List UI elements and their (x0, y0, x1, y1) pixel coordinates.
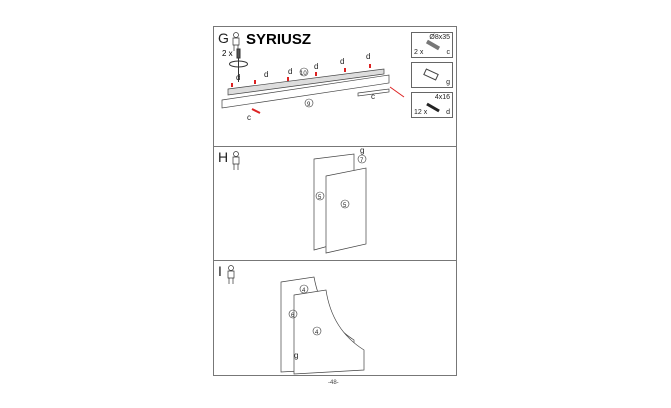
step-i-diagram: 4 4 6 g (227, 265, 365, 375)
svg-text:g: g (360, 146, 364, 155)
svg-text:d: d (264, 70, 268, 79)
step-h-diagram: 5 5 7 g (232, 146, 367, 254)
step-h: H 5 5 7 g (214, 146, 456, 261)
svg-text:5: 5 (318, 195, 322, 201)
svg-text:6: 6 (291, 313, 295, 319)
person-icon (227, 265, 235, 284)
svg-text:9: 9 (307, 102, 311, 108)
step-g-diagram: d d d d d d c c 10 9 (221, 32, 405, 122)
svg-text:d: d (366, 52, 370, 61)
dowel-icon (425, 39, 441, 51)
svg-text:c: c (371, 92, 375, 101)
step-letter: I (218, 263, 222, 279)
page-number: -48- (328, 380, 339, 386)
rail-part-10 (227, 68, 385, 96)
screwdriver-icon (229, 48, 248, 82)
svg-text:c: c (247, 113, 251, 122)
arrow (389, 86, 405, 98)
svg-text:4: 4 (315, 330, 319, 336)
rod (357, 88, 390, 97)
svg-text:g: g (294, 351, 298, 360)
step-letter: G (218, 30, 229, 46)
person-icon (232, 32, 240, 51)
board-part-9 (221, 74, 390, 109)
svg-text:d: d (340, 57, 344, 66)
screw-icon (426, 102, 440, 113)
tool-quantity: 2 x (222, 49, 233, 58)
person-icon (232, 151, 240, 170)
step-i: I 4 4 6 g (214, 260, 456, 375)
svg-text:d: d (314, 62, 318, 71)
part-g-box: g (411, 62, 453, 88)
svg-text:5: 5 (343, 203, 347, 209)
connector-icon (423, 68, 439, 81)
svg-text:d: d (288, 67, 292, 76)
svg-text:10: 10 (300, 71, 307, 77)
svg-text:7: 7 (360, 158, 364, 164)
product-title: SYRIUSZ (246, 31, 312, 48)
step-letter: H (218, 149, 229, 165)
svg-text:d: d (236, 73, 240, 82)
svg-text:4: 4 (302, 288, 306, 294)
